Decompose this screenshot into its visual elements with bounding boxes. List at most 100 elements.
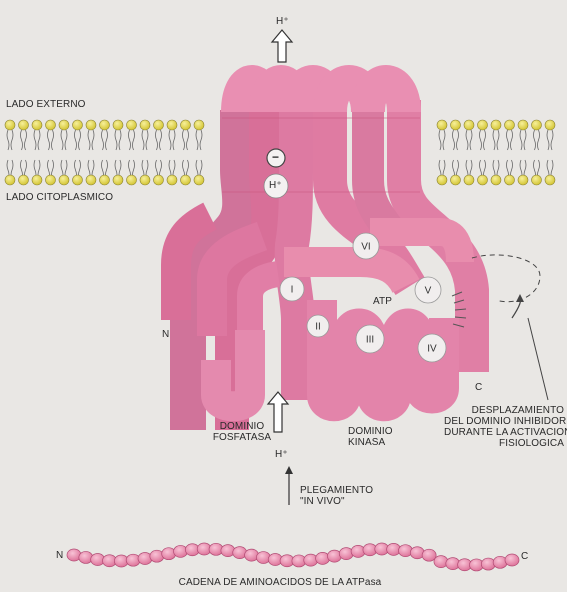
lipid-head	[545, 175, 555, 185]
lipid-tail	[129, 130, 131, 150]
lipid-tail	[538, 130, 540, 150]
lipid-tail	[106, 130, 108, 150]
outside-side-label: LADO EXTERNO	[6, 99, 86, 110]
chain-caption: CADENA DE AMINOACIDOS DE LA ATPasa	[120, 577, 440, 588]
domain-label: IV	[427, 344, 437, 355]
cytoplasmic-side-label: LADO CITOPLASMICO	[6, 192, 113, 203]
lipid-tail	[524, 130, 526, 150]
lipid-tail	[119, 130, 121, 150]
lipid-head	[437, 120, 447, 130]
lipid-head	[113, 175, 123, 185]
lipid-head	[73, 175, 83, 185]
proton-channel-label: H⁺	[269, 180, 282, 191]
kinase-line-2: KINASA	[348, 437, 393, 448]
extracellular-loops	[238, 82, 404, 112]
atpase-protein	[176, 82, 472, 430]
lipid-tail	[48, 130, 50, 150]
lipid-head	[86, 120, 96, 130]
lipid-tail	[453, 130, 455, 150]
lipid-tail	[511, 130, 513, 150]
lipid-tail	[133, 130, 135, 150]
lipid-head	[505, 175, 515, 185]
arm-left-3	[250, 274, 278, 330]
lipid-tail	[92, 130, 94, 150]
lipid-head	[167, 120, 177, 130]
lipid-tail	[457, 130, 459, 150]
lipid-tail	[52, 130, 54, 150]
lipid-tail	[160, 130, 162, 150]
lipid-head	[464, 175, 474, 185]
lipid-head	[194, 175, 204, 185]
c-terminus-label: C	[475, 382, 482, 393]
chain-c-label: C	[521, 551, 528, 562]
lipid-tail	[493, 130, 495, 150]
amino-acid-chain	[67, 543, 519, 571]
lipid-head	[154, 120, 164, 130]
lipid-tail	[547, 130, 549, 150]
lipid-head	[464, 120, 474, 130]
lipid-head	[518, 175, 528, 185]
domain-label: V	[425, 286, 432, 297]
domain-label: VI	[361, 242, 370, 253]
lipid-head	[19, 175, 29, 185]
lipid-head	[59, 175, 69, 185]
lipid-head	[19, 120, 29, 130]
lipid-tail	[443, 130, 445, 150]
displacement-line-2: DEL DOMINIO INHIBIDOR	[444, 416, 564, 427]
lipid-tail	[551, 130, 553, 150]
lipid-tail	[173, 130, 175, 150]
lipid-tail	[183, 130, 185, 150]
lipid-tail	[65, 130, 67, 150]
lipid-head	[167, 175, 177, 185]
lipid-tail	[470, 130, 472, 150]
lipid-head	[478, 175, 488, 185]
phosphatase-line-1: DOMINIO	[202, 421, 282, 432]
lipid-tail	[534, 130, 536, 150]
lipid-head	[181, 120, 191, 130]
lipid-head	[545, 120, 555, 130]
lipid-tail	[196, 130, 198, 150]
n-terminus-label: N	[162, 329, 169, 340]
lipid-head	[451, 175, 461, 185]
lipid-tail	[146, 130, 148, 150]
lipid-head	[73, 120, 83, 130]
lipid-head	[86, 175, 96, 185]
chain-n-label: N	[56, 550, 63, 561]
lipid-head	[5, 175, 15, 185]
displacement-line-3: DURANTE LA ACTIVACION	[444, 427, 564, 438]
lipid-head	[194, 120, 204, 130]
lipid-tail	[156, 130, 158, 150]
displacement-line-4: FISIOLOGICA	[444, 438, 564, 449]
lipid-head	[140, 175, 150, 185]
lipid-head	[505, 120, 515, 130]
lipid-head	[518, 120, 528, 130]
lipid-tail	[38, 130, 40, 150]
domain-label: II	[315, 322, 321, 333]
lipid-head	[32, 175, 42, 185]
lipid-tail	[88, 130, 90, 150]
lipid-head	[59, 120, 69, 130]
amino-acid-bead	[505, 554, 519, 566]
kinase-line-1: DOMINIO	[348, 426, 393, 437]
amino-acid-bead	[422, 549, 436, 561]
lipid-tail	[484, 130, 486, 150]
kinase-domain-label: DOMINIO KINASA	[348, 426, 393, 448]
lipid-head	[532, 120, 542, 130]
folding-arrowhead	[285, 466, 293, 474]
lipid-head	[451, 120, 461, 130]
lipid-tail	[102, 130, 104, 150]
lipid-tail	[79, 130, 81, 150]
lipid-tail	[169, 130, 171, 150]
lipid-tail	[34, 130, 36, 150]
atp-label: ATP	[373, 296, 392, 307]
lipid-tail	[7, 130, 9, 150]
proton-arrow-top	[272, 30, 292, 62]
lipid-head	[181, 175, 191, 185]
lipid-tail	[507, 130, 509, 150]
lipid-tail	[200, 130, 202, 150]
folding-line-1: PLEGAMIENTO	[300, 485, 373, 496]
lipid-head	[127, 175, 137, 185]
lipid-tail	[439, 130, 441, 150]
lipid-tail	[142, 130, 144, 150]
